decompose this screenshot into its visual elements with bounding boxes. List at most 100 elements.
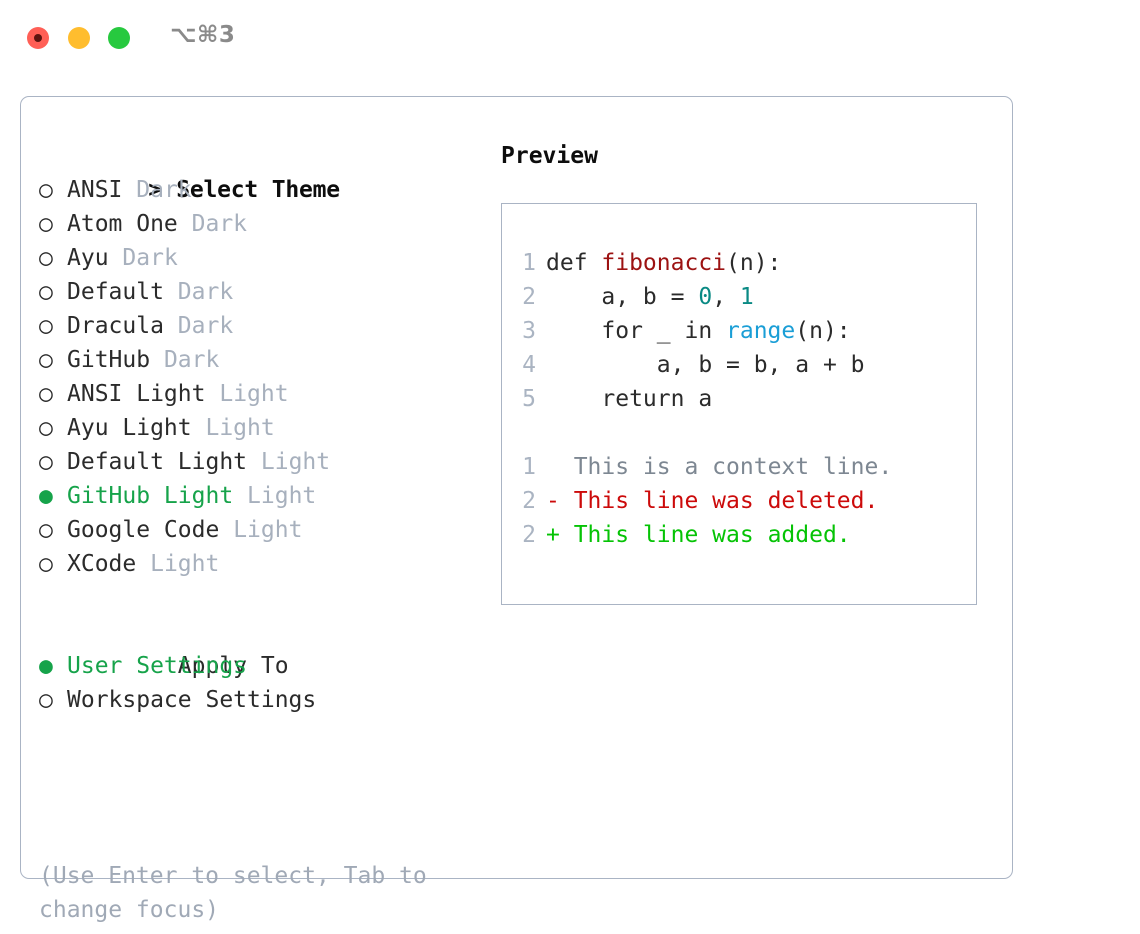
code-token-kw: def: [546, 250, 602, 276]
code-token-kw: (n):: [795, 318, 851, 344]
diff-text: This line was deleted.: [573, 488, 879, 514]
radio-unselected-icon: ○: [39, 551, 53, 577]
minimize-window-button[interactable]: [68, 27, 90, 49]
code-token-kw: a, b =: [546, 284, 699, 310]
radio-selected-icon: ●: [39, 653, 53, 679]
close-window-button[interactable]: [27, 27, 49, 49]
radio-unselected-icon: ○: [39, 381, 53, 407]
code-token-num: 1: [739, 284, 754, 310]
section-gap: [39, 581, 479, 615]
code-line-number: 3: [522, 318, 536, 344]
code-token-num: 0: [698, 284, 713, 310]
radio-unselected-icon: ○: [39, 449, 53, 475]
theme-option-label: ANSI Light: [67, 381, 206, 407]
theme-option-atom-one[interactable]: ○ Atom One Dark: [39, 207, 479, 241]
radio-unselected-icon: ○: [39, 313, 53, 339]
radio-unselected-icon: ○: [39, 279, 53, 305]
theme-variant-tag: Light: [150, 551, 220, 577]
theme-option-label: XCode: [67, 551, 137, 577]
code-token-fn: fibonacci: [601, 250, 727, 276]
code-line-number: 1: [522, 250, 536, 276]
code-token-kw: for _ in: [546, 318, 727, 344]
theme-variant-tag: Light: [219, 381, 289, 407]
theme-variant-tag: Dark: [163, 347, 220, 373]
diff-sign: -: [546, 488, 574, 514]
theme-variant-tag: Light: [260, 449, 331, 475]
radio-unselected-icon: ○: [39, 211, 53, 237]
theme-option-default[interactable]: ○ Default Dark: [39, 275, 479, 309]
theme-variant-tag: Dark: [177, 279, 234, 305]
code-token-kw: ,: [712, 284, 740, 310]
radio-unselected-icon: ○: [39, 245, 53, 271]
theme-option-label: Atom One: [67, 211, 178, 237]
code-line: 5 return a: [514, 382, 966, 416]
theme-option-github[interactable]: ○ GitHub Dark: [39, 343, 479, 377]
theme-list-column: > Select Theme ○ ANSI Dark ○ Atom One Dark ○ A…: [39, 139, 479, 717]
theme-option-label: Ayu Light: [67, 415, 192, 441]
title-bar: ⌥⌘3: [0, 0, 1140, 78]
maximize-window-button[interactable]: [108, 27, 130, 49]
select-theme-header-label: Select Theme: [176, 177, 340, 203]
theme-option-label: ANSI: [67, 177, 123, 203]
theme-option-label: Ayu: [67, 245, 109, 271]
theme-option-google-code[interactable]: ○ Google Code Light: [39, 513, 479, 547]
diff-text: This is a context line.: [573, 454, 893, 480]
apply-to-header-label: Apply To: [177, 653, 289, 679]
radio-unselected-icon: ○: [39, 517, 53, 543]
diff-line-number: 1: [522, 454, 536, 480]
header-marker: >: [148, 177, 162, 203]
theme-option-xcode[interactable]: ○ XCode Light: [39, 547, 479, 581]
theme-option-ayu[interactable]: ○Ayu Dark: [39, 241, 479, 275]
code-token-kw: return a: [546, 386, 713, 412]
code-token-kw: a, b = b, a + b: [546, 352, 865, 378]
apply-to-options-list: ● User Settings ○Workspace Settings: [39, 649, 479, 717]
apply-to-option-user-settings[interactable]: ● User Settings: [39, 649, 479, 683]
code-line: 2 a, b = 0, 1: [514, 280, 966, 314]
diff-text: This line was added.: [573, 522, 851, 548]
code-token-bif: range: [726, 318, 796, 344]
radio-unselected-icon: ○: [39, 687, 53, 713]
apply-to-option-workspace-settings[interactable]: ○Workspace Settings: [39, 683, 479, 717]
apply-to-option-label: User Settings: [67, 653, 248, 679]
theme-option-label: Default Light: [67, 449, 248, 475]
diff-sample-lines: 1 This is a context line.2- This line wa…: [514, 450, 966, 552]
theme-option-dracula[interactable]: ○ Dracula Dark: [39, 309, 479, 343]
theme-option-ansi[interactable]: ○ ANSI Dark: [39, 173, 479, 207]
apply-to-header: Apply To: [39, 615, 479, 679]
diff-sign: +: [546, 522, 574, 548]
theme-variant-tag: Light: [233, 517, 303, 543]
theme-options-list: ○ ANSI Dark ○ Atom One Dark ○ Ayu Dark ○ Defaul…: [39, 173, 479, 581]
theme-option-github-light[interactable]: ●GitHub Light Light: [39, 479, 479, 513]
select-theme-header: > Select Theme: [39, 139, 479, 203]
close-icon: [34, 34, 42, 42]
theme-option-ayu-light[interactable]: ○ Ayu Light Light: [39, 411, 479, 445]
radio-unselected-icon: ○: [39, 415, 53, 441]
theme-option-label: Dracula: [67, 313, 164, 339]
code-line: 3 for _ in range(n):: [514, 314, 966, 348]
theme-option-label: GitHub: [67, 347, 151, 373]
theme-option-label: Default: [67, 279, 164, 305]
diff-line: 2- This line was deleted.: [514, 484, 966, 518]
diff-line-number: 2: [522, 488, 536, 514]
theme-option-label: Google Code: [67, 517, 220, 543]
radio-unselected-icon: ○: [39, 177, 53, 203]
radio-selected-icon: ●: [39, 483, 53, 509]
theme-variant-tag: Dark: [136, 177, 192, 203]
theme-variant-tag: Dark: [177, 313, 234, 339]
theme-variant-tag: Dark: [191, 211, 248, 237]
diff-line: 1 This is a context line.: [514, 450, 966, 484]
theme-option-ansi-light[interactable]: ○ ANSI Light Light: [39, 377, 479, 411]
diff-line: 2 + This line was added.: [514, 518, 966, 552]
radio-unselected-icon: ○: [39, 347, 53, 373]
theme-option-default-light[interactable]: ○ Default Light Light: [39, 445, 479, 479]
theme-selector-panel: > Select Theme ○ ANSI Dark ○ Atom One Dark ○ A…: [20, 96, 1013, 923]
keyboard-shortcut-label: ⌥⌘3: [170, 22, 236, 48]
theme-variant-tag: Light: [205, 415, 275, 441]
diff-line-number: 2: [522, 522, 536, 548]
keyboard-hint-text: (Use Enter to select, Tab to change focu…: [39, 863, 441, 923]
